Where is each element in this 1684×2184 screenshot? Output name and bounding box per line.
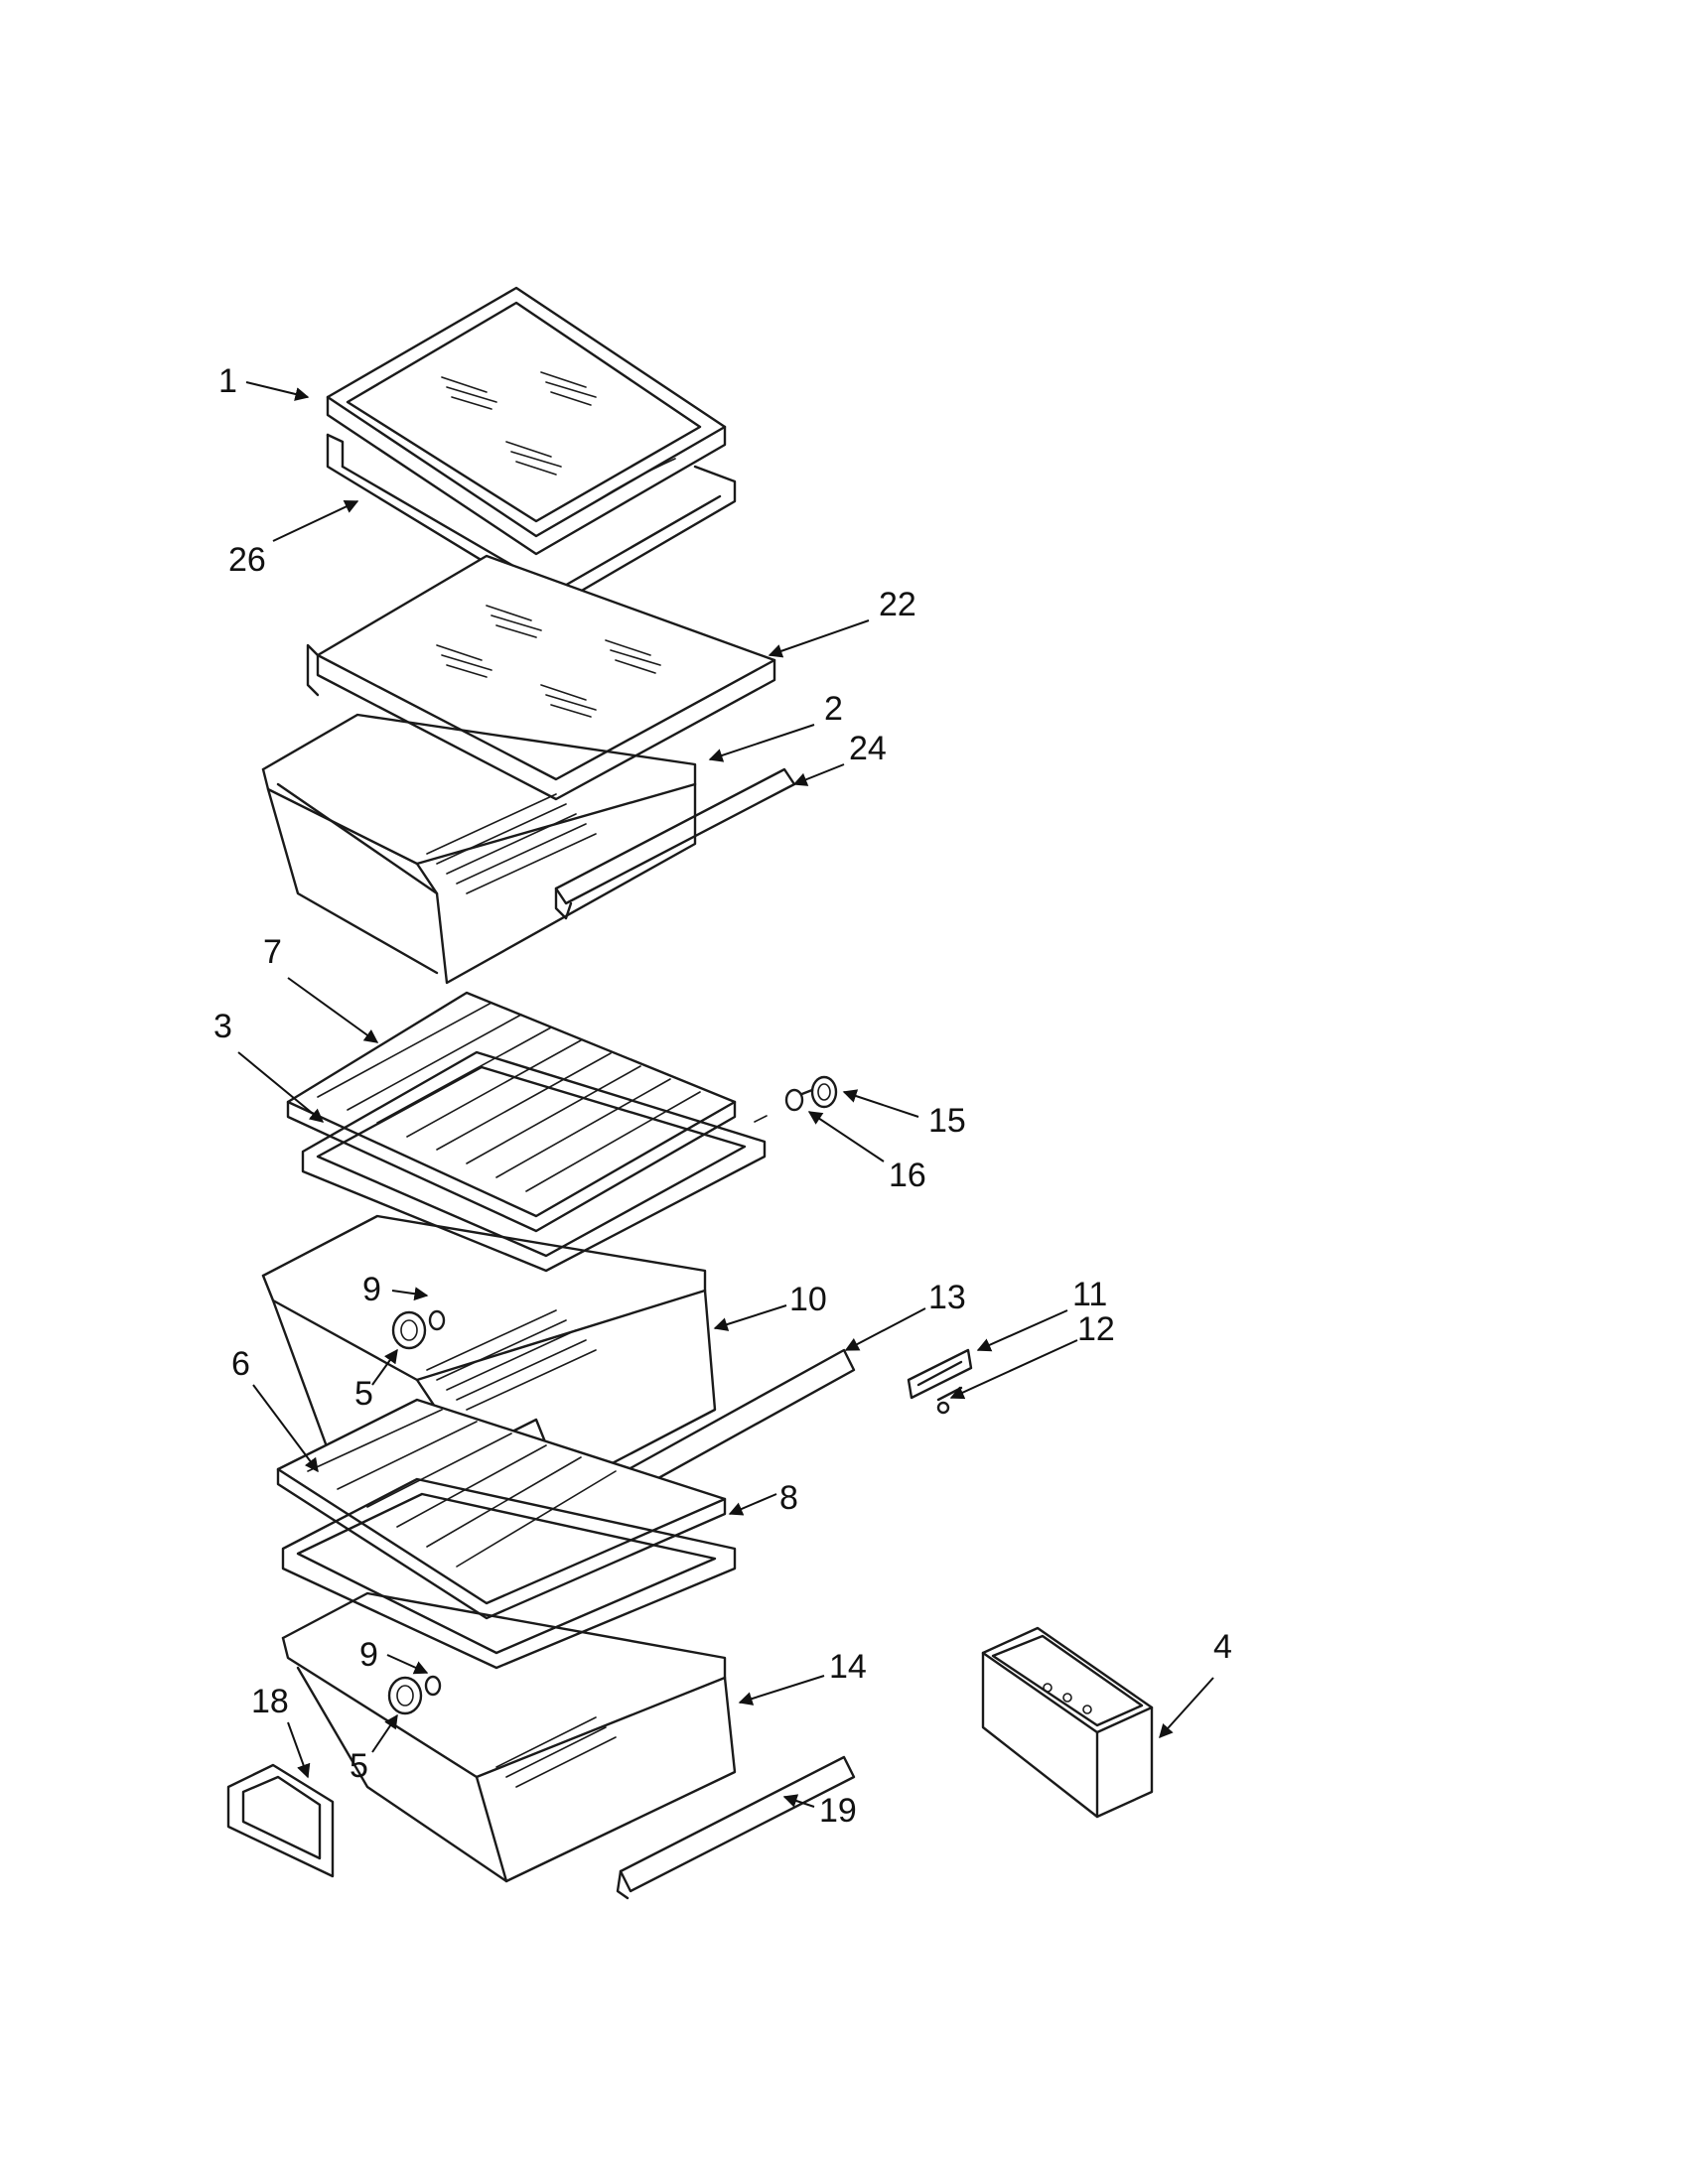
part-lower-shelf-frame: [281, 1477, 737, 1670]
leader-lines: [237, 381, 1214, 1808]
callout-19: 19: [819, 1792, 857, 1830]
callout-9-upper: 9: [362, 1271, 381, 1308]
callout-7: 7: [263, 933, 282, 971]
callout-18: 18: [251, 1683, 289, 1720]
callout-9-lower: 9: [359, 1636, 378, 1674]
part-pan-trim: [226, 1763, 335, 1878]
part-cover-glass: [306, 554, 776, 801]
part-door-bin: [981, 1626, 1154, 1819]
part-lower-glass-insert: [276, 1398, 727, 1620]
callout-8: 8: [779, 1479, 798, 1517]
part-upper-wheel-assembly: [391, 1309, 446, 1350]
callout-26: 26: [228, 541, 266, 579]
part-top-glass-shelf: [326, 286, 727, 556]
callout-15: 15: [928, 1102, 966, 1140]
callout-14: 14: [829, 1648, 867, 1686]
part-pan-cover-frame: [301, 1050, 767, 1273]
callout-24: 24: [849, 730, 887, 767]
callout-22: 22: [879, 586, 916, 623]
callout-11: 11: [1072, 1276, 1107, 1313]
part-upper-crisper-pan: [261, 713, 697, 985]
callout-labels: 1 26 22 2 24 7 3 15 16 9 10 13 11 12 6 5…: [213, 362, 1232, 1830]
part-clip-and-screw: [907, 1348, 973, 1415]
callout-3: 3: [213, 1008, 232, 1045]
callout-5-upper: 5: [354, 1375, 373, 1413]
callout-2: 2: [824, 690, 843, 728]
callout-5-lower: 5: [350, 1747, 368, 1785]
callout-1: 1: [218, 362, 237, 400]
callout-12: 12: [1077, 1310, 1115, 1348]
callout-6: 6: [231, 1345, 250, 1383]
callout-10: 10: [789, 1281, 827, 1318]
callout-16: 16: [889, 1157, 926, 1194]
part-lower-wheel-assembly: [387, 1675, 442, 1715]
part-bottom-crisper-pan: [281, 1591, 737, 1883]
callout-13: 13: [928, 1279, 966, 1316]
callout-4: 4: [1213, 1628, 1232, 1666]
part-bottom-rail: [616, 1755, 856, 1900]
part-crisper-rail: [554, 767, 796, 920]
part-wheel-and-pin: [754, 1075, 838, 1123]
